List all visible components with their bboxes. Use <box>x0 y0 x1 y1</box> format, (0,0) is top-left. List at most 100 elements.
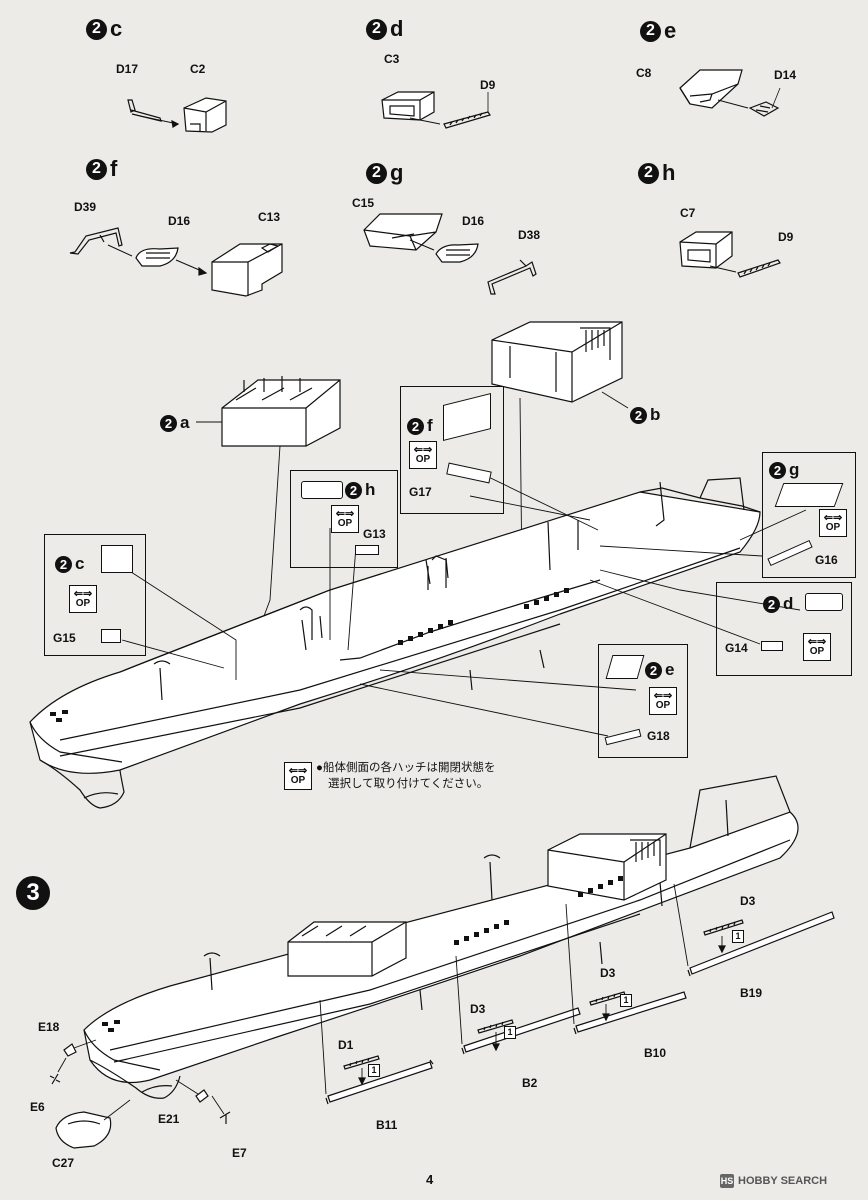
part-label-d9-h: D9 <box>778 230 794 244</box>
step-2c-header: 2 c <box>86 18 122 40</box>
open-arrow-icon: ⇐⇒ <box>413 444 433 456</box>
watermark: HS HOBBY SEARCH <box>720 1174 827 1188</box>
part-e7-drawing <box>211 1095 231 1124</box>
part-label-g14: G14 <box>725 641 748 655</box>
qty-box: 1 <box>504 1026 516 1039</box>
op-badge: ⇐⇒OP <box>803 633 831 661</box>
op-badge: ⇐⇒OP <box>69 585 97 613</box>
op-badge: ⇐⇒OP <box>649 687 677 715</box>
open-arrow-icon: ⇐⇒ <box>335 508 355 520</box>
part-label-b11: B11 <box>376 1118 398 1132</box>
step-number-badge: 2 <box>366 18 387 40</box>
part-label-d16-g: D16 <box>462 214 485 228</box>
note-op-badge: ⇐⇒OP <box>284 762 312 790</box>
part-label-c15: C15 <box>352 196 375 210</box>
part-e6-drawing <box>49 1057 67 1085</box>
open-arrow-icon: ⇐⇒ <box>73 588 93 600</box>
callout-2e: 2 e ⇐⇒OP G18 <box>598 644 688 758</box>
part-c2-drawing <box>183 97 227 133</box>
step-letter: h <box>662 160 676 185</box>
part-label-c3: C3 <box>384 52 400 66</box>
part-d9b-drawing <box>737 259 781 278</box>
op-badge: ⇐⇒OP <box>409 441 437 469</box>
note-line-1: ●船体側面の各ハッチは開閉状態を <box>316 762 496 774</box>
part-d17-drawing <box>127 99 162 122</box>
part-c3-drawing <box>381 91 435 121</box>
step-number-badge: 2 <box>86 18 107 40</box>
step-number-badge: 2 <box>86 158 107 180</box>
part-label-e6: E6 <box>30 1100 45 1114</box>
part-label-g17: G17 <box>409 485 432 499</box>
callout-2g-part <box>774 483 844 507</box>
part-label-d9: D9 <box>480 78 496 92</box>
qty-box: 1 <box>620 994 632 1007</box>
part-d14-drawing <box>748 87 781 117</box>
step-number-badge: 2 <box>645 661 662 679</box>
op-text: OP <box>290 775 306 786</box>
step-number-badge: 2 <box>407 417 424 435</box>
part-label-d1: D1 <box>338 1038 354 1052</box>
callout-2d-hatch <box>761 641 783 651</box>
step-2g-header: 2 g <box>366 162 403 184</box>
hatch-note: ●船体側面の各ハッチは開閉状態を 選択して取り付けてください。 <box>316 760 495 792</box>
callout-2h-part <box>301 481 343 499</box>
part-label-d3-a: D3 <box>470 1002 486 1016</box>
step-number-badge: 2 <box>769 461 786 479</box>
module-2b-label: 2 b <box>630 404 660 426</box>
step-number-badge: 2 <box>640 20 661 42</box>
callout-2h: 2 h ⇐⇒OP G13 <box>290 470 398 568</box>
part-label-g18: G18 <box>647 729 670 743</box>
step-letter: d <box>390 16 404 41</box>
qty-box: 1 <box>732 930 744 943</box>
hull-hatches <box>50 588 569 722</box>
module-2b-drawing <box>491 321 623 403</box>
part-d9-drawing <box>443 92 491 129</box>
part-c7-drawing <box>679 231 733 269</box>
module-2a-drawing <box>221 376 341 447</box>
part-label-d3-b: D3 <box>600 966 616 980</box>
part-label-c8: C8 <box>636 66 652 80</box>
step-2d-header: 2 d <box>366 18 403 40</box>
page-number: 4 <box>426 1172 434 1187</box>
rail-b19-drawing <box>673 883 835 977</box>
strip-d3c-drawing <box>703 919 744 954</box>
op-text: OP <box>415 454 431 465</box>
callout-2f-part <box>443 393 491 441</box>
rail-b11-drawing <box>319 999 434 1105</box>
part-label-b19: B19 <box>740 986 763 1000</box>
part-c13-drawing <box>211 243 283 297</box>
step-number-badge: 2 <box>366 162 387 184</box>
callout-2h-step: 2 h <box>345 479 375 501</box>
part-label-c13: C13 <box>258 210 281 224</box>
callout-2d: 2 d ⇐⇒OP G14 <box>716 582 852 676</box>
step-letter: b <box>650 405 661 424</box>
op-text: OP <box>655 700 671 711</box>
step-3-header: 3 <box>16 876 50 910</box>
step-number-badge: 2 <box>630 406 647 424</box>
part-label-d3-c: D3 <box>740 894 756 908</box>
part-label-c7: C7 <box>680 206 696 220</box>
part-label-e18: E18 <box>38 1020 60 1034</box>
upper-hull-drawing <box>29 477 761 809</box>
step-2h-header: 2 h <box>638 162 675 184</box>
leader-lines-upper <box>121 469 807 737</box>
callout-2f-step: 2 f <box>407 415 433 437</box>
part-label-c2: C2 <box>190 62 206 76</box>
op-text: OP <box>825 522 841 533</box>
step-letter: c <box>75 554 85 573</box>
step-letter: a <box>180 413 190 432</box>
part-e21-drawing <box>175 1079 209 1103</box>
step-letter: c <box>110 16 123 41</box>
part-label-e7: E7 <box>232 1146 247 1160</box>
callout-2e-step: 2 e <box>645 659 674 681</box>
strip-d1-drawing <box>343 1055 380 1086</box>
part-d16b-drawing <box>435 243 479 263</box>
part-label-g16: G16 <box>815 553 838 567</box>
callout-2g-hatch <box>767 539 813 567</box>
module-2a-label: 2 a <box>160 412 189 434</box>
watermark-text: HOBBY SEARCH <box>738 1175 828 1187</box>
callout-2c-hatch <box>101 629 121 643</box>
open-arrow-icon: ⇐⇒ <box>288 765 308 777</box>
part-label-e21: E21 <box>158 1112 180 1126</box>
part-label-g13: G13 <box>363 527 386 541</box>
